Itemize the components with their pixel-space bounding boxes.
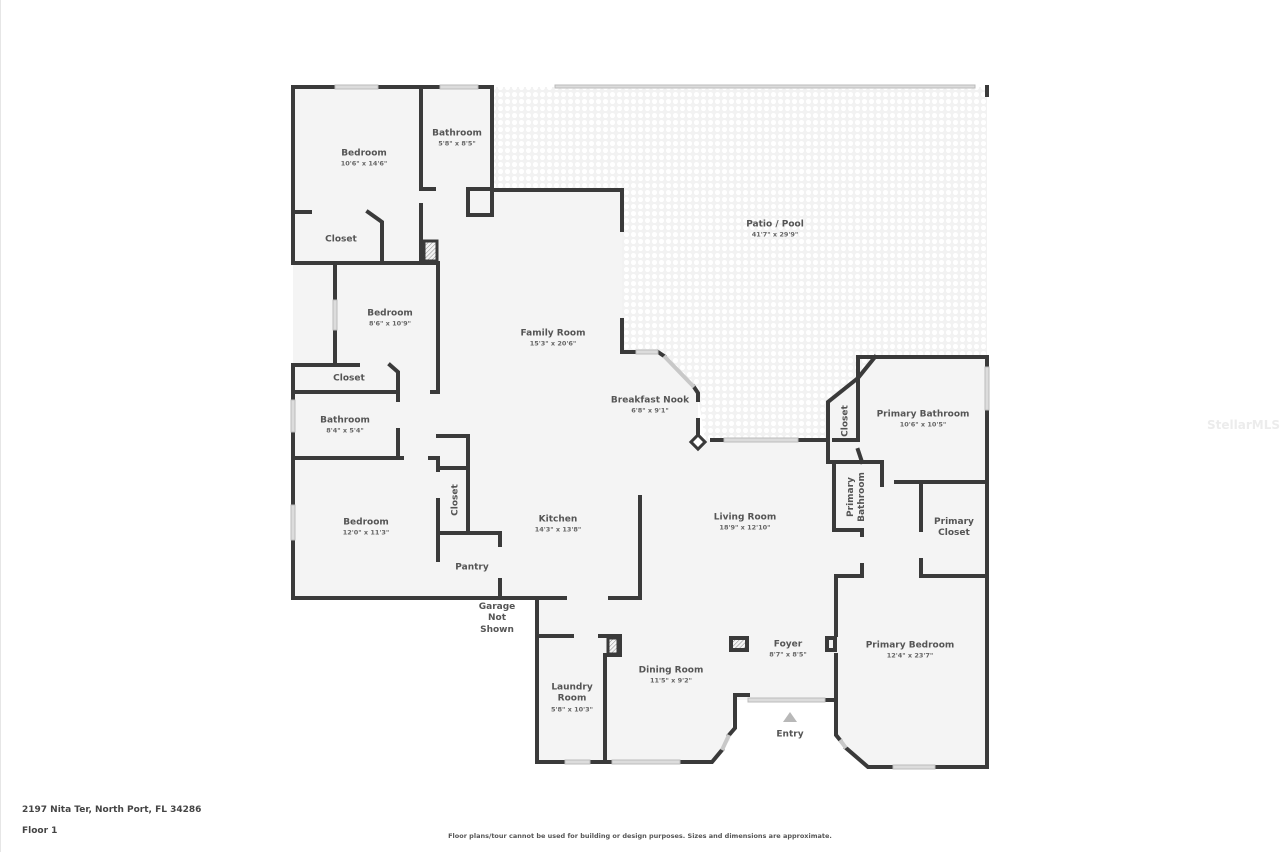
room-dims: 8'4" x 5'4" [326,426,364,435]
room-name: Closet [333,373,365,384]
patio-area [492,87,987,440]
room-bedroom-2: Bedroom 8'6" x 10'9" [367,308,413,327]
room-primary-bathroom: Primary Bathroom 10'6" x 10'5" [877,409,970,428]
room-name: Living Room [713,512,777,523]
room-foyer: Foyer 8'7" x 8'5" [769,639,807,658]
room-dims: 12'4" x 23'7" [886,651,934,660]
room-bedroom-3: Bedroom 12'0" x 11'3" [343,517,390,536]
room-bathroom-1: Bathroom 5'8" x 8'5" [432,128,482,147]
room-bedroom-1: Bedroom 10'6" x 14'6" [341,148,388,167]
room-closet-3: Closet [450,484,461,516]
room-name: Bedroom [341,148,387,159]
room-dims: 8'7" x 8'5" [769,650,807,659]
room-name: Bathroom [320,415,370,426]
room-name: Primary Bathroom [876,409,970,420]
room-closet-primary: Closet [840,405,851,437]
room-name: Family Room [520,328,586,339]
room-family-room: Family Room 15'3" x 20'6" [521,328,586,347]
room-primary-bedroom: Primary Bedroom 12'4" x 23'7" [866,640,955,659]
room-primary-bathroom-small: Primary Bathroom [846,472,869,522]
room-name: Closet [840,405,851,437]
room-name: Bedroom [343,517,389,528]
disclaimer: Floor plans/tour cannot be used for buil… [448,832,832,840]
watermark: StellarMLS [1207,418,1280,432]
room-patio-pool: Patio / Pool 41'7" x 29'9" [746,219,804,238]
room-name: Dining Room [638,665,704,676]
room-dining-room: Dining Room 11'5" x 9'2" [639,665,704,684]
room-living-room: Living Room 18'9" x 12'10" [714,512,776,531]
room-breakfast-nook: Breakfast Nook 6'8" x 9'1" [611,395,689,414]
room-dims: 10'6" x 14'6" [340,159,388,168]
room-primary-closet: Primary Closet [929,517,979,540]
property-address: 2197 Nita Ter, North Port, FL 34286 [22,805,202,815]
room-closet-1: Closet [325,234,357,245]
room-name: Entry [776,729,804,740]
room-name: Closet [325,234,357,245]
room-laundry: Laundry Room 5'8" x 10'3" [550,683,595,714]
room-name: Primary Closet [934,516,974,538]
room-dims: 8'6" x 10'9" [368,319,412,328]
room-dims: 41'7" x 29'9" [751,230,799,239]
room-name: Bathroom [432,128,482,139]
room-name: Closet [450,484,461,516]
room-dims: 18'9" x 12'10" [719,523,771,532]
entry-arrow-icon [783,712,797,722]
room-name: Bedroom [367,308,413,319]
garage-not-shown-note: Garage Not Shown [472,602,522,636]
room-name: Breakfast Nook [610,395,690,406]
room-dims: 15'3" x 20'6" [529,339,577,348]
room-dims: 6'8" x 9'1" [631,406,669,415]
room-bathroom-2: Bathroom 8'4" x 5'4" [320,415,370,434]
room-name: Laundry Room [551,682,593,704]
room-name: Pantry [455,562,489,573]
room-dims: 12'0" x 11'3" [342,528,390,537]
entry-label: Entry [776,729,803,740]
room-pantry: Pantry [455,562,488,573]
room-name: Kitchen [538,514,578,525]
floor-label: Floor 1 [22,826,58,836]
room-dims: 11'5" x 9'2" [649,676,693,685]
room-name: Garage Not Shown [478,602,516,635]
room-closet-2: Closet [333,373,365,384]
room-name: Patio / Pool [746,219,804,230]
room-dims: 5'8" x 10'3" [550,705,594,714]
room-dims: 5'8" x 8'5" [438,139,476,148]
room-dims: 14'3" x 13'8" [534,525,582,534]
room-kitchen: Kitchen 14'3" x 13'8" [535,514,582,533]
room-dims: 10'6" x 10'5" [899,420,947,429]
room-name: Primary Bedroom [865,640,955,651]
room-name: Foyer [773,639,803,650]
room-name: Primary Bathroom [845,472,867,522]
